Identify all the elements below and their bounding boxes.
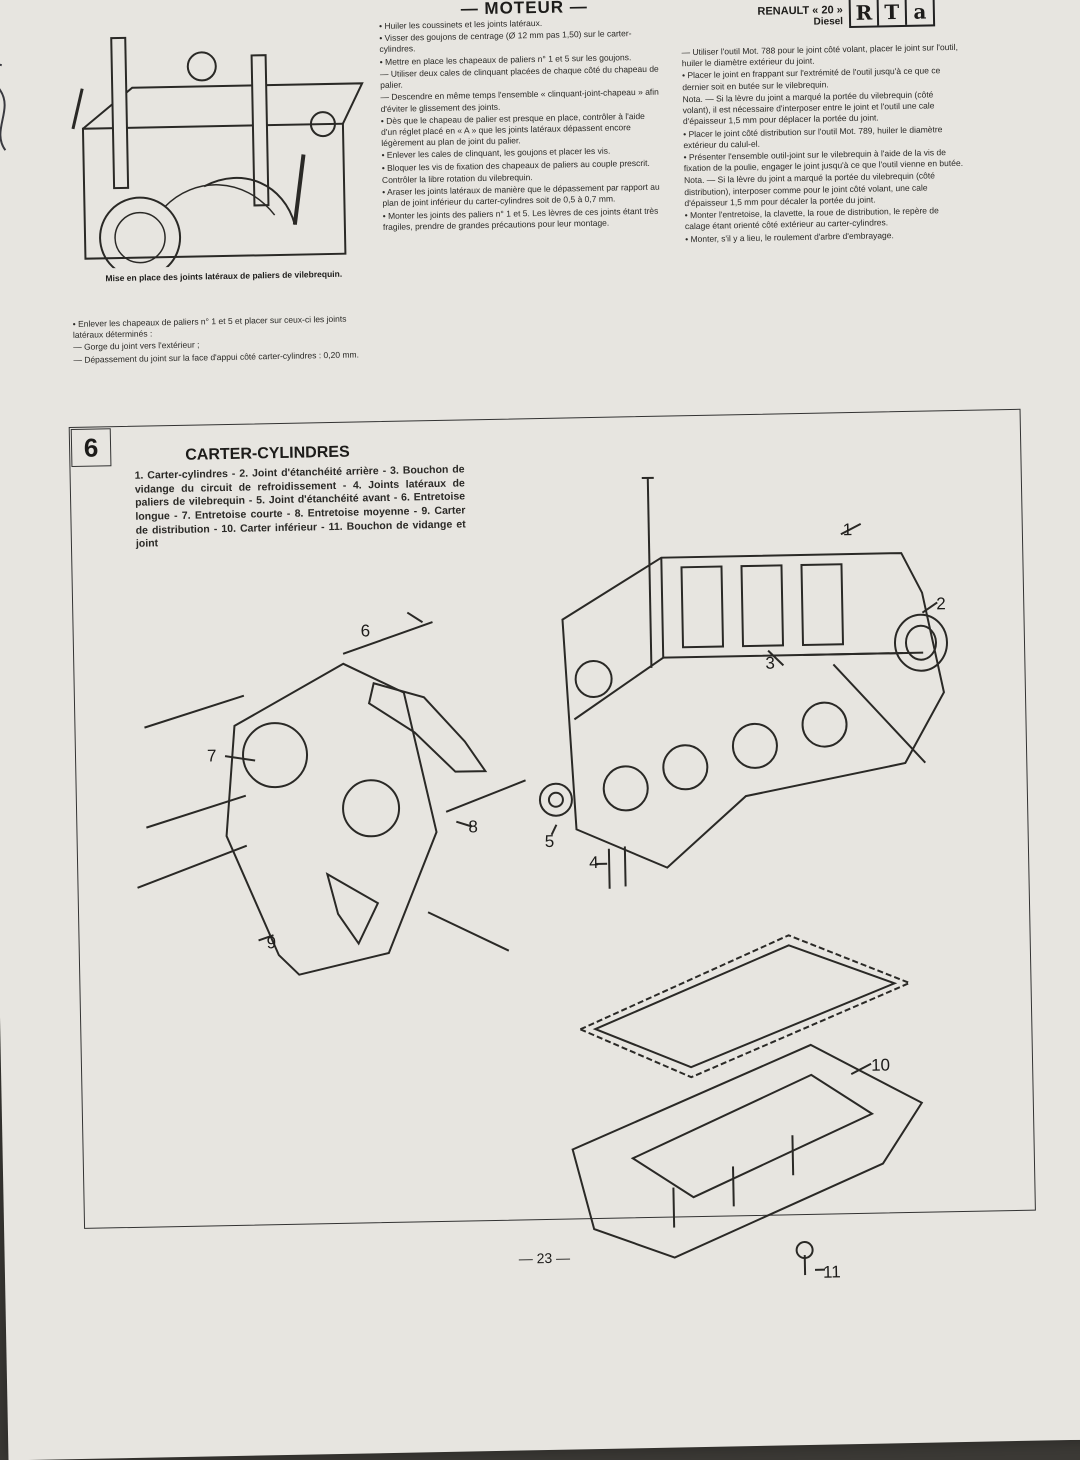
- section-title: CARTER-CYLINDRES: [185, 443, 350, 464]
- page-number: — 23 —: [518, 1249, 571, 1267]
- brand-variant: Diesel: [813, 16, 844, 28]
- right-paragraph: Nota. — Si la lèvre du joint a marqué la…: [682, 89, 935, 127]
- engine-block-exploded-view: [137, 476, 948, 1276]
- right-text-column: — Utiliser l'outil Mot. 788 pour le join…: [682, 42, 966, 246]
- middle-paragraph: • Monter les joints des paliers n° 1 et …: [382, 205, 659, 232]
- left-text-column: • Enlever les chapeaux de paliers n° 1 e…: [73, 313, 374, 367]
- callout-9: 9: [266, 933, 277, 953]
- rta-logo: R T a: [848, 0, 936, 28]
- callout-7: 7: [206, 746, 217, 766]
- middle-text-column: • Huiler les coussinets et les joints la…: [379, 16, 663, 234]
- logo-letter-a: a: [913, 0, 927, 24]
- middle-paragraph: • Dès que le chapeau de palier est presq…: [380, 110, 645, 149]
- logo-letter-r: R: [850, 0, 880, 26]
- handwriting-mark: [0, 29, 7, 151]
- callout-11: 11: [822, 1262, 841, 1282]
- callout-1: 1: [842, 520, 853, 540]
- callout-5: 5: [544, 831, 555, 851]
- callout-6: 6: [360, 621, 371, 641]
- callout-4: 4: [588, 852, 599, 873]
- section-number: 6: [70, 428, 112, 467]
- callout-10: 10: [870, 1055, 891, 1075]
- crankshaft-seal-illustration: [71, 36, 364, 270]
- right-paragraph: Nota. — Si la lèvre du joint a marqué la…: [683, 170, 936, 209]
- logo-letter-t: T: [878, 0, 908, 26]
- callout-3: 3: [765, 653, 775, 673]
- brand-label: RENAULT « 20 » Diesel: [733, 4, 843, 29]
- callout-8: 8: [468, 817, 479, 837]
- callout-2: 2: [936, 594, 946, 614]
- top-figure-caption: Mise en place des joints latéraux de pal…: [105, 268, 343, 284]
